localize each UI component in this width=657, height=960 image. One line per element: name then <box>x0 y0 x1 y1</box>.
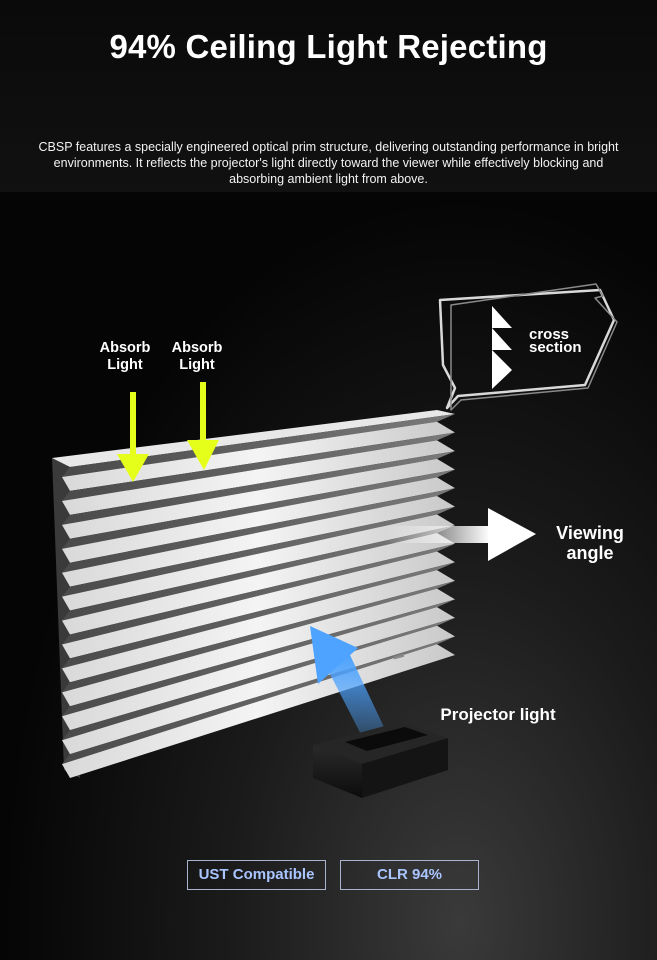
slat-shadow-face <box>62 432 455 501</box>
slat-shadow-face <box>62 562 455 669</box>
slat-shadow-face <box>62 525 455 621</box>
slat-shadow-face <box>62 543 455 645</box>
slat-shadow-face <box>62 469 455 549</box>
slat-lit-face <box>62 570 455 683</box>
screen-top <box>52 410 455 467</box>
slat-shadow-face <box>62 414 455 478</box>
slat-lit-face <box>62 551 455 659</box>
slat-shadow-face <box>62 506 455 597</box>
slat-shadow-face <box>62 451 455 525</box>
intro-text: CBSP features a specially engineered opt… <box>38 140 619 186</box>
projector-light-label: Projector light <box>440 705 556 724</box>
slat-shadow-face <box>62 636 455 765</box>
slat-lit-face <box>62 588 455 707</box>
absorb-label-left: Absorb Light <box>99 340 151 373</box>
ust-compatible-badge: UST Compatible <box>187 860 326 890</box>
absorb-arrow-right <box>187 382 219 470</box>
absorb-arrow-left <box>117 392 149 482</box>
cross-section-sawtooth-icon <box>492 306 512 389</box>
slat-lit-face <box>62 495 455 587</box>
viewing-angle-arrow <box>385 508 536 561</box>
viewing-angle-label: Viewing angle <box>556 523 624 563</box>
slat-lit-face <box>62 421 455 491</box>
header-band <box>0 0 657 192</box>
cross-section-callout <box>438 283 618 411</box>
slat-lit-face <box>62 533 455 635</box>
screen-slats <box>62 414 455 778</box>
projector-device <box>313 653 448 798</box>
slat-shadow-face <box>62 580 455 693</box>
slat-lit-face <box>62 458 455 539</box>
slat-lit-face <box>62 625 455 755</box>
clr-badge: CLR 94% <box>340 860 479 890</box>
projector-light-arrow <box>310 626 390 752</box>
slat-lit-face <box>62 514 455 611</box>
slat-shadow-face <box>62 488 455 573</box>
slat-lit-face <box>62 440 455 515</box>
page-title: 94% Ceiling Light Rejecting <box>109 28 548 65</box>
slat-lit-face <box>62 477 455 563</box>
slat-lit-face <box>62 607 455 731</box>
slat-shadow-face <box>62 599 455 717</box>
absorb-label-right: Absorb Light <box>171 340 223 373</box>
cross-section-label: cross section <box>529 326 582 356</box>
